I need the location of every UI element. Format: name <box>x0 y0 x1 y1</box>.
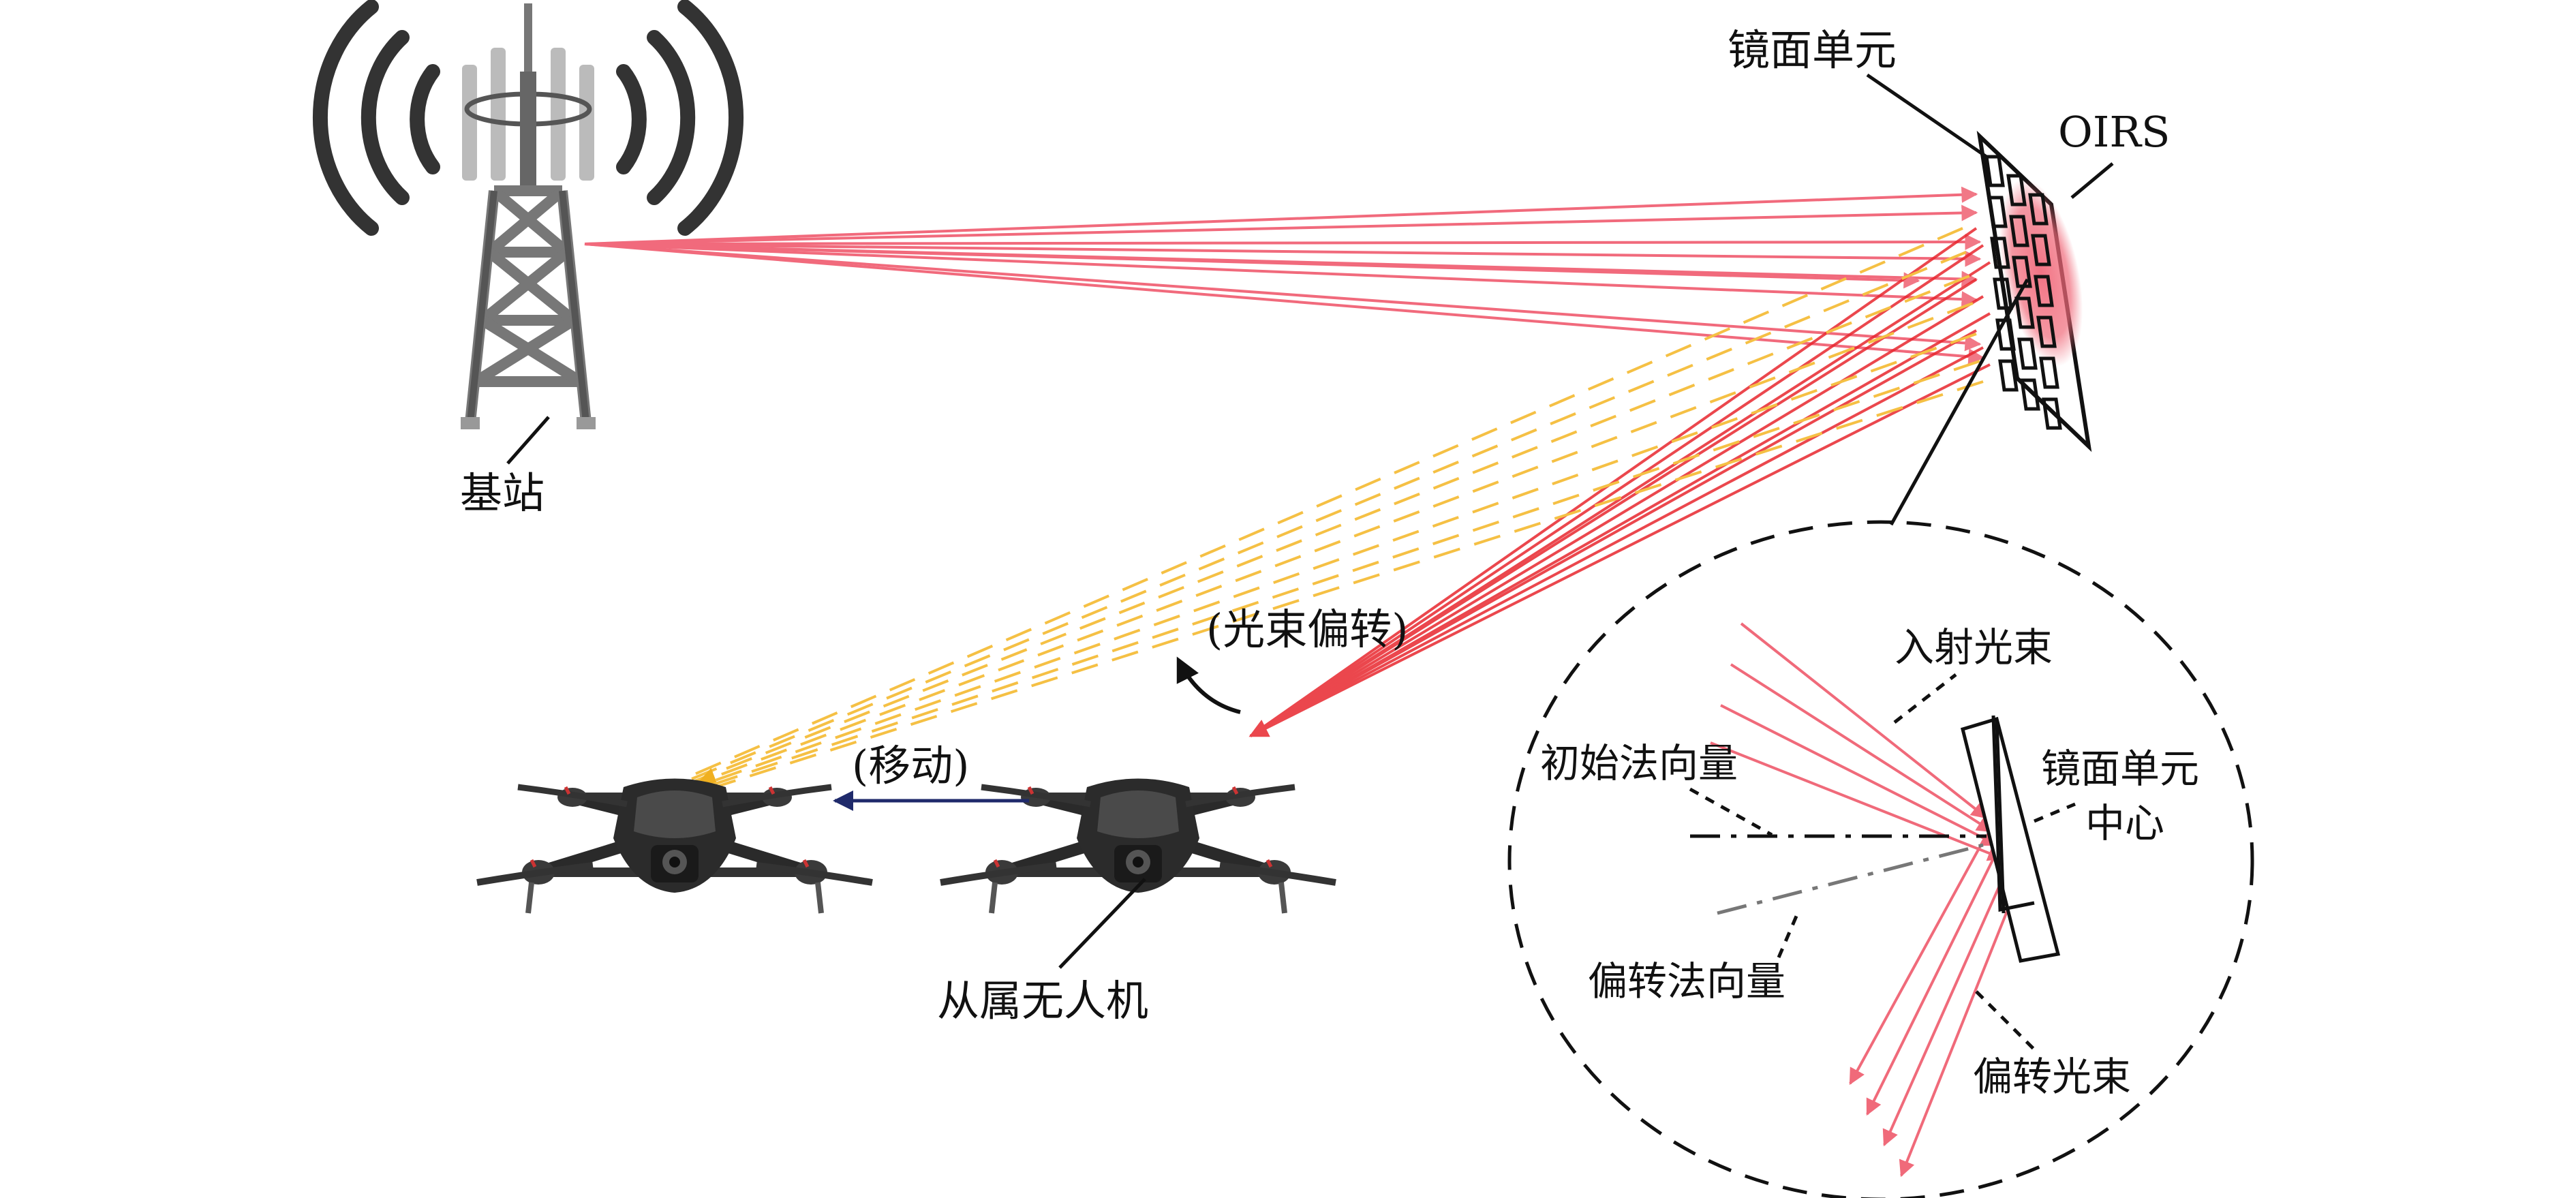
drone-icon <box>477 779 872 914</box>
deflected-beam <box>696 302 1974 786</box>
oirs-leader <box>2070 162 2114 199</box>
reflected-beam <box>1249 244 1984 737</box>
zoom-deflected-beam <box>1849 834 1988 1086</box>
mirror-unit-cell <box>1998 359 2019 392</box>
mirror-unit-cell <box>2039 356 2059 389</box>
zoom-leader <box>1889 278 2029 526</box>
deflected-beam <box>701 333 1977 786</box>
oirs-label: OIRS <box>2058 107 2170 157</box>
initial-normal-label: 初始法向量 <box>1540 740 1738 786</box>
zoom-incident-beam <box>1730 663 1994 833</box>
slave-uav-label: 从属无人机 <box>937 976 1148 1026</box>
incident-beam <box>584 186 1978 245</box>
beam-deflection-arrow <box>1176 656 1241 714</box>
incident-beam <box>584 234 1982 251</box>
mirror-unit-cell <box>2014 296 2035 329</box>
incident-beam <box>584 243 1920 289</box>
zoom-deflected-beam <box>1882 868 2008 1147</box>
move-label: (移动) <box>852 741 969 790</box>
reflected-beam <box>1250 346 1984 737</box>
mirror-unit-cell <box>2006 174 2027 206</box>
mirror-unit-leader <box>1866 73 1988 159</box>
reflected-beam <box>1249 278 1978 737</box>
cell-tower-icon <box>461 3 596 465</box>
zoom-circle <box>1507 520 2254 1198</box>
reflected-beam <box>1250 329 1977 737</box>
mirror-unit-center-label-2: 中心 <box>2085 800 2164 846</box>
zoom-deflected-beam <box>1899 885 2019 1178</box>
mirror-unit-cell <box>2036 316 2057 348</box>
incident-beam <box>584 243 1978 308</box>
drone-icon <box>940 779 1336 914</box>
deflected-beam <box>708 380 1984 790</box>
oirs-panel <box>1976 130 2092 452</box>
incident-beam <box>584 204 1978 245</box>
deflected-normal-line <box>1717 843 1984 915</box>
reflected-beam <box>1249 227 1978 737</box>
mirror-unit-cell <box>2031 234 2051 266</box>
zoom-incident-beam <box>1740 622 1988 819</box>
incident-beam <box>584 243 1982 267</box>
mirror-unit-cell <box>1990 236 2010 269</box>
deflected-beam <box>705 360 1980 788</box>
deflected-beam-label: 偏转光束 <box>1973 1054 2131 1100</box>
reflected-beam <box>1249 295 1984 737</box>
reflected-beam <box>1248 363 1991 737</box>
incident-beam-label: 入射光束 <box>1895 624 2053 671</box>
mirror-unit-center-label-1: 镜面单元 <box>2041 746 2199 792</box>
signal-waves-icon <box>313 0 743 236</box>
mirror-unit-cell <box>2017 337 2038 370</box>
deflected-beam <box>694 275 1970 782</box>
zoom-mirror <box>1960 715 2061 963</box>
mirror-unit-cell <box>2034 275 2054 307</box>
deflected-beams <box>688 227 1984 790</box>
deflected-beam <box>691 251 1967 780</box>
incident-beam <box>584 243 1982 352</box>
slave-uav-leader <box>1058 878 1146 969</box>
deflected-beam <box>688 227 1963 778</box>
deflected-normal-label: 偏转法向量 <box>1588 958 1785 1004</box>
zoom-deflected-beam <box>1866 851 1998 1116</box>
callout-leaders <box>1689 673 2076 1054</box>
mirror-unit-cell <box>2012 256 2032 288</box>
mirror-unit-label: 镜面单元 <box>1728 25 1897 75</box>
mirror-unit-cell <box>2028 193 2049 226</box>
beam-deflection-label: (光束偏转) <box>1206 604 1408 654</box>
incident-beam <box>584 243 1985 365</box>
mirror-unit-cell <box>2009 215 2029 247</box>
mirror-unit-cell <box>1984 155 2005 187</box>
mirror-unit-cell <box>2042 397 2062 430</box>
reflected-beam <box>1250 312 1991 737</box>
mirror-unit-cell <box>2020 378 2040 411</box>
zoom-incident-beam <box>1710 741 2005 861</box>
mirror-unit-cell <box>1987 196 2008 228</box>
incident-beams <box>584 186 1985 365</box>
reflected-beams <box>1248 227 1991 737</box>
zoom-incident-beam <box>1720 704 1999 846</box>
base-station-label: 基站 <box>460 468 545 518</box>
